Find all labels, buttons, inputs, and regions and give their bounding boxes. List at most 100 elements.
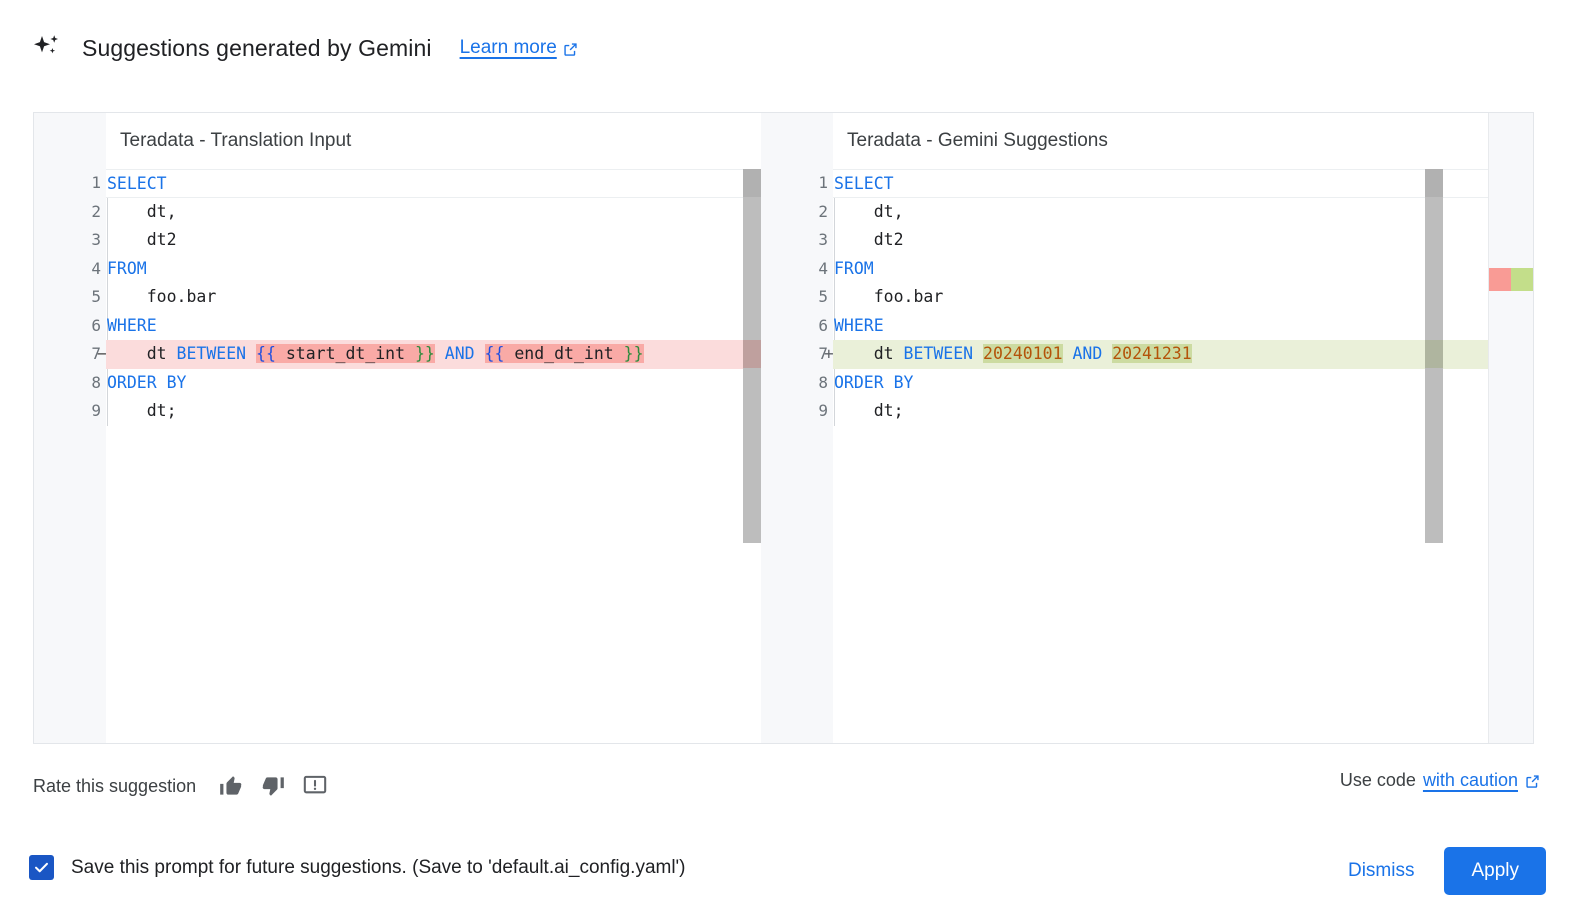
- line-number: 5: [818, 287, 828, 306]
- code-line: SELECT: [106, 169, 761, 198]
- right-scrollbar[interactable]: [1425, 169, 1443, 743]
- sql-text: dt2: [834, 230, 904, 249]
- rate-label: Rate this suggestion: [33, 775, 197, 796]
- rate-suggestion-row: Rate this suggestion: [33, 768, 328, 804]
- sparkle-icon: [30, 31, 64, 65]
- code-line-added: dt BETWEEN 20240101 AND 20241231: [833, 340, 1488, 369]
- use-code-note: Use code with caution: [1340, 770, 1540, 791]
- line-number: 9: [818, 401, 828, 420]
- line-number: 4: [91, 258, 101, 278]
- header: Suggestions generated by Gemini Learn mo…: [30, 26, 578, 70]
- save-prompt-label: Save this prompt for future suggestions.…: [71, 856, 686, 878]
- with-caution-link[interactable]: with caution: [1422, 770, 1518, 790]
- indent-guide: [834, 197, 835, 426]
- thumb-down-icon[interactable]: [260, 773, 286, 799]
- save-prompt-checkbox[interactable]: [29, 855, 54, 880]
- action-buttons: Dismiss Apply: [1330, 847, 1546, 895]
- code-line: dt,: [833, 198, 1488, 227]
- diff-viewer: Teradata - Translation Input 1 2 3 4 5 6…: [33, 112, 1534, 744]
- code-line: foo.bar: [106, 283, 761, 312]
- left-header-gutter: [34, 113, 106, 169]
- deleted-marker: −: [97, 344, 107, 363]
- sql-text: dt;: [834, 401, 904, 420]
- line-number: 6: [91, 315, 101, 335]
- sql-keyword: AND: [1072, 344, 1103, 363]
- diff-pane-left: Teradata - Translation Input 1 2 3 4 5 6…: [34, 113, 761, 743]
- learn-more-link[interactable]: Learn more: [460, 37, 578, 59]
- sql-text: foo.bar: [834, 287, 944, 306]
- line-number: 4: [818, 258, 828, 278]
- left-scrollbar[interactable]: [743, 169, 761, 743]
- diff-overview-ruler[interactable]: [1488, 113, 1533, 743]
- code-line-deleted: dt BETWEEN {{ start_dt_int }} AND {{ end…: [106, 340, 761, 369]
- sql-keyword: WHERE: [107, 315, 157, 335]
- page-title: Suggestions generated by Gemini: [82, 34, 432, 61]
- use-code-prefix: Use code: [1339, 770, 1416, 790]
- sql-keyword: AND: [444, 344, 475, 363]
- footer: Save this prompt for future suggestions.…: [0, 843, 1574, 903]
- sql-keyword: ORDER BY: [834, 372, 914, 392]
- line-number-deleted: 7−: [34, 340, 106, 369]
- line-number: 1: [818, 173, 828, 192]
- sql-keyword: WHERE: [834, 315, 884, 335]
- sql-text: dt,: [834, 201, 904, 221]
- sql-space: [246, 344, 256, 363]
- added-token-end: 20241231: [1112, 344, 1192, 363]
- sql-space: [435, 344, 445, 363]
- save-prompt-row: Save this prompt for future suggestions.…: [29, 855, 686, 880]
- sql-space: [1063, 344, 1073, 363]
- right-gutter: 1 2 3 4 5 6 7+ 8 9: [761, 169, 834, 743]
- overview-marker-deleted[interactable]: [1489, 268, 1511, 291]
- line-number: 6: [818, 315, 828, 335]
- scroll-tick-top: [1425, 169, 1443, 197]
- indent-guide: [107, 197, 108, 426]
- sql-text: dt2: [107, 230, 177, 249]
- line-number: 3: [91, 230, 101, 249]
- external-link-icon: [563, 41, 578, 56]
- left-pane-title: Teradata - Translation Input: [120, 130, 352, 151]
- sql-keyword: BETWEEN: [176, 344, 247, 363]
- left-gutter: 1 2 3 4 5 6 7− 8 9: [34, 169, 107, 743]
- sql-text: dt: [834, 344, 904, 363]
- code-line: WHERE: [833, 312, 1488, 341]
- right-header-gutter: [761, 113, 833, 169]
- deleted-token-start: {{ start_dt_int }}: [256, 344, 435, 363]
- sql-keyword: BETWEEN: [903, 344, 974, 363]
- right-scrollbar-thumb[interactable]: [1425, 169, 1443, 543]
- left-pane-header: Teradata - Translation Input: [34, 113, 761, 169]
- code-line: foo.bar: [833, 283, 1488, 312]
- right-pane-header: Teradata - Gemini Suggestions: [761, 113, 1488, 169]
- code-line: FROM: [106, 255, 761, 284]
- sql-text: dt;: [107, 401, 177, 420]
- line-number: 1: [91, 173, 101, 192]
- code-line: dt2: [106, 226, 761, 255]
- sql-keyword: ORDER BY: [107, 372, 187, 392]
- right-code-lines[interactable]: SELECT dt, dt2 FROM foo.bar WHERE dt BET…: [833, 169, 1488, 743]
- sql-space: [1102, 344, 1112, 363]
- sql-space: [973, 344, 983, 363]
- left-scrollbar-thumb[interactable]: [743, 169, 761, 543]
- checkmark-icon: [34, 862, 49, 873]
- apply-button[interactable]: Apply: [1444, 847, 1546, 895]
- scroll-tick-added: [1425, 340, 1443, 368]
- left-code-lines[interactable]: SELECT dt, dt2 FROM foo.bar WHERE dt BET…: [106, 169, 761, 743]
- rate-icon-group: [218, 773, 328, 799]
- report-feedback-icon[interactable]: [302, 773, 328, 799]
- code-line: dt;: [106, 397, 761, 426]
- sql-space: [475, 344, 485, 363]
- sql-text: dt,: [107, 201, 177, 221]
- thumb-up-icon[interactable]: [218, 773, 244, 799]
- overview-marker-added[interactable]: [1511, 268, 1533, 291]
- line-number: 2: [818, 201, 828, 221]
- code-line: ORDER BY: [833, 369, 1488, 398]
- diff-pane-right: Teradata - Gemini Suggestions 1 2 3 4 5 …: [761, 113, 1488, 743]
- right-pane-title: Teradata - Gemini Suggestions: [847, 130, 1108, 151]
- deleted-token-end: {{ end_dt_int }}: [484, 344, 644, 363]
- right-code-area: 1 2 3 4 5 6 7+ 8 9 SELECT dt, dt2 FROM: [761, 169, 1488, 743]
- left-code-area: 1 2 3 4 5 6 7− 8 9 SELECT dt, dt2 FROM: [34, 169, 761, 743]
- code-line: dt;: [833, 397, 1488, 426]
- learn-more-label: Learn more: [459, 37, 557, 58]
- sql-keyword: SELECT: [107, 174, 167, 193]
- sql-text: foo.bar: [107, 287, 217, 306]
- dismiss-button[interactable]: Dismiss: [1330, 848, 1433, 894]
